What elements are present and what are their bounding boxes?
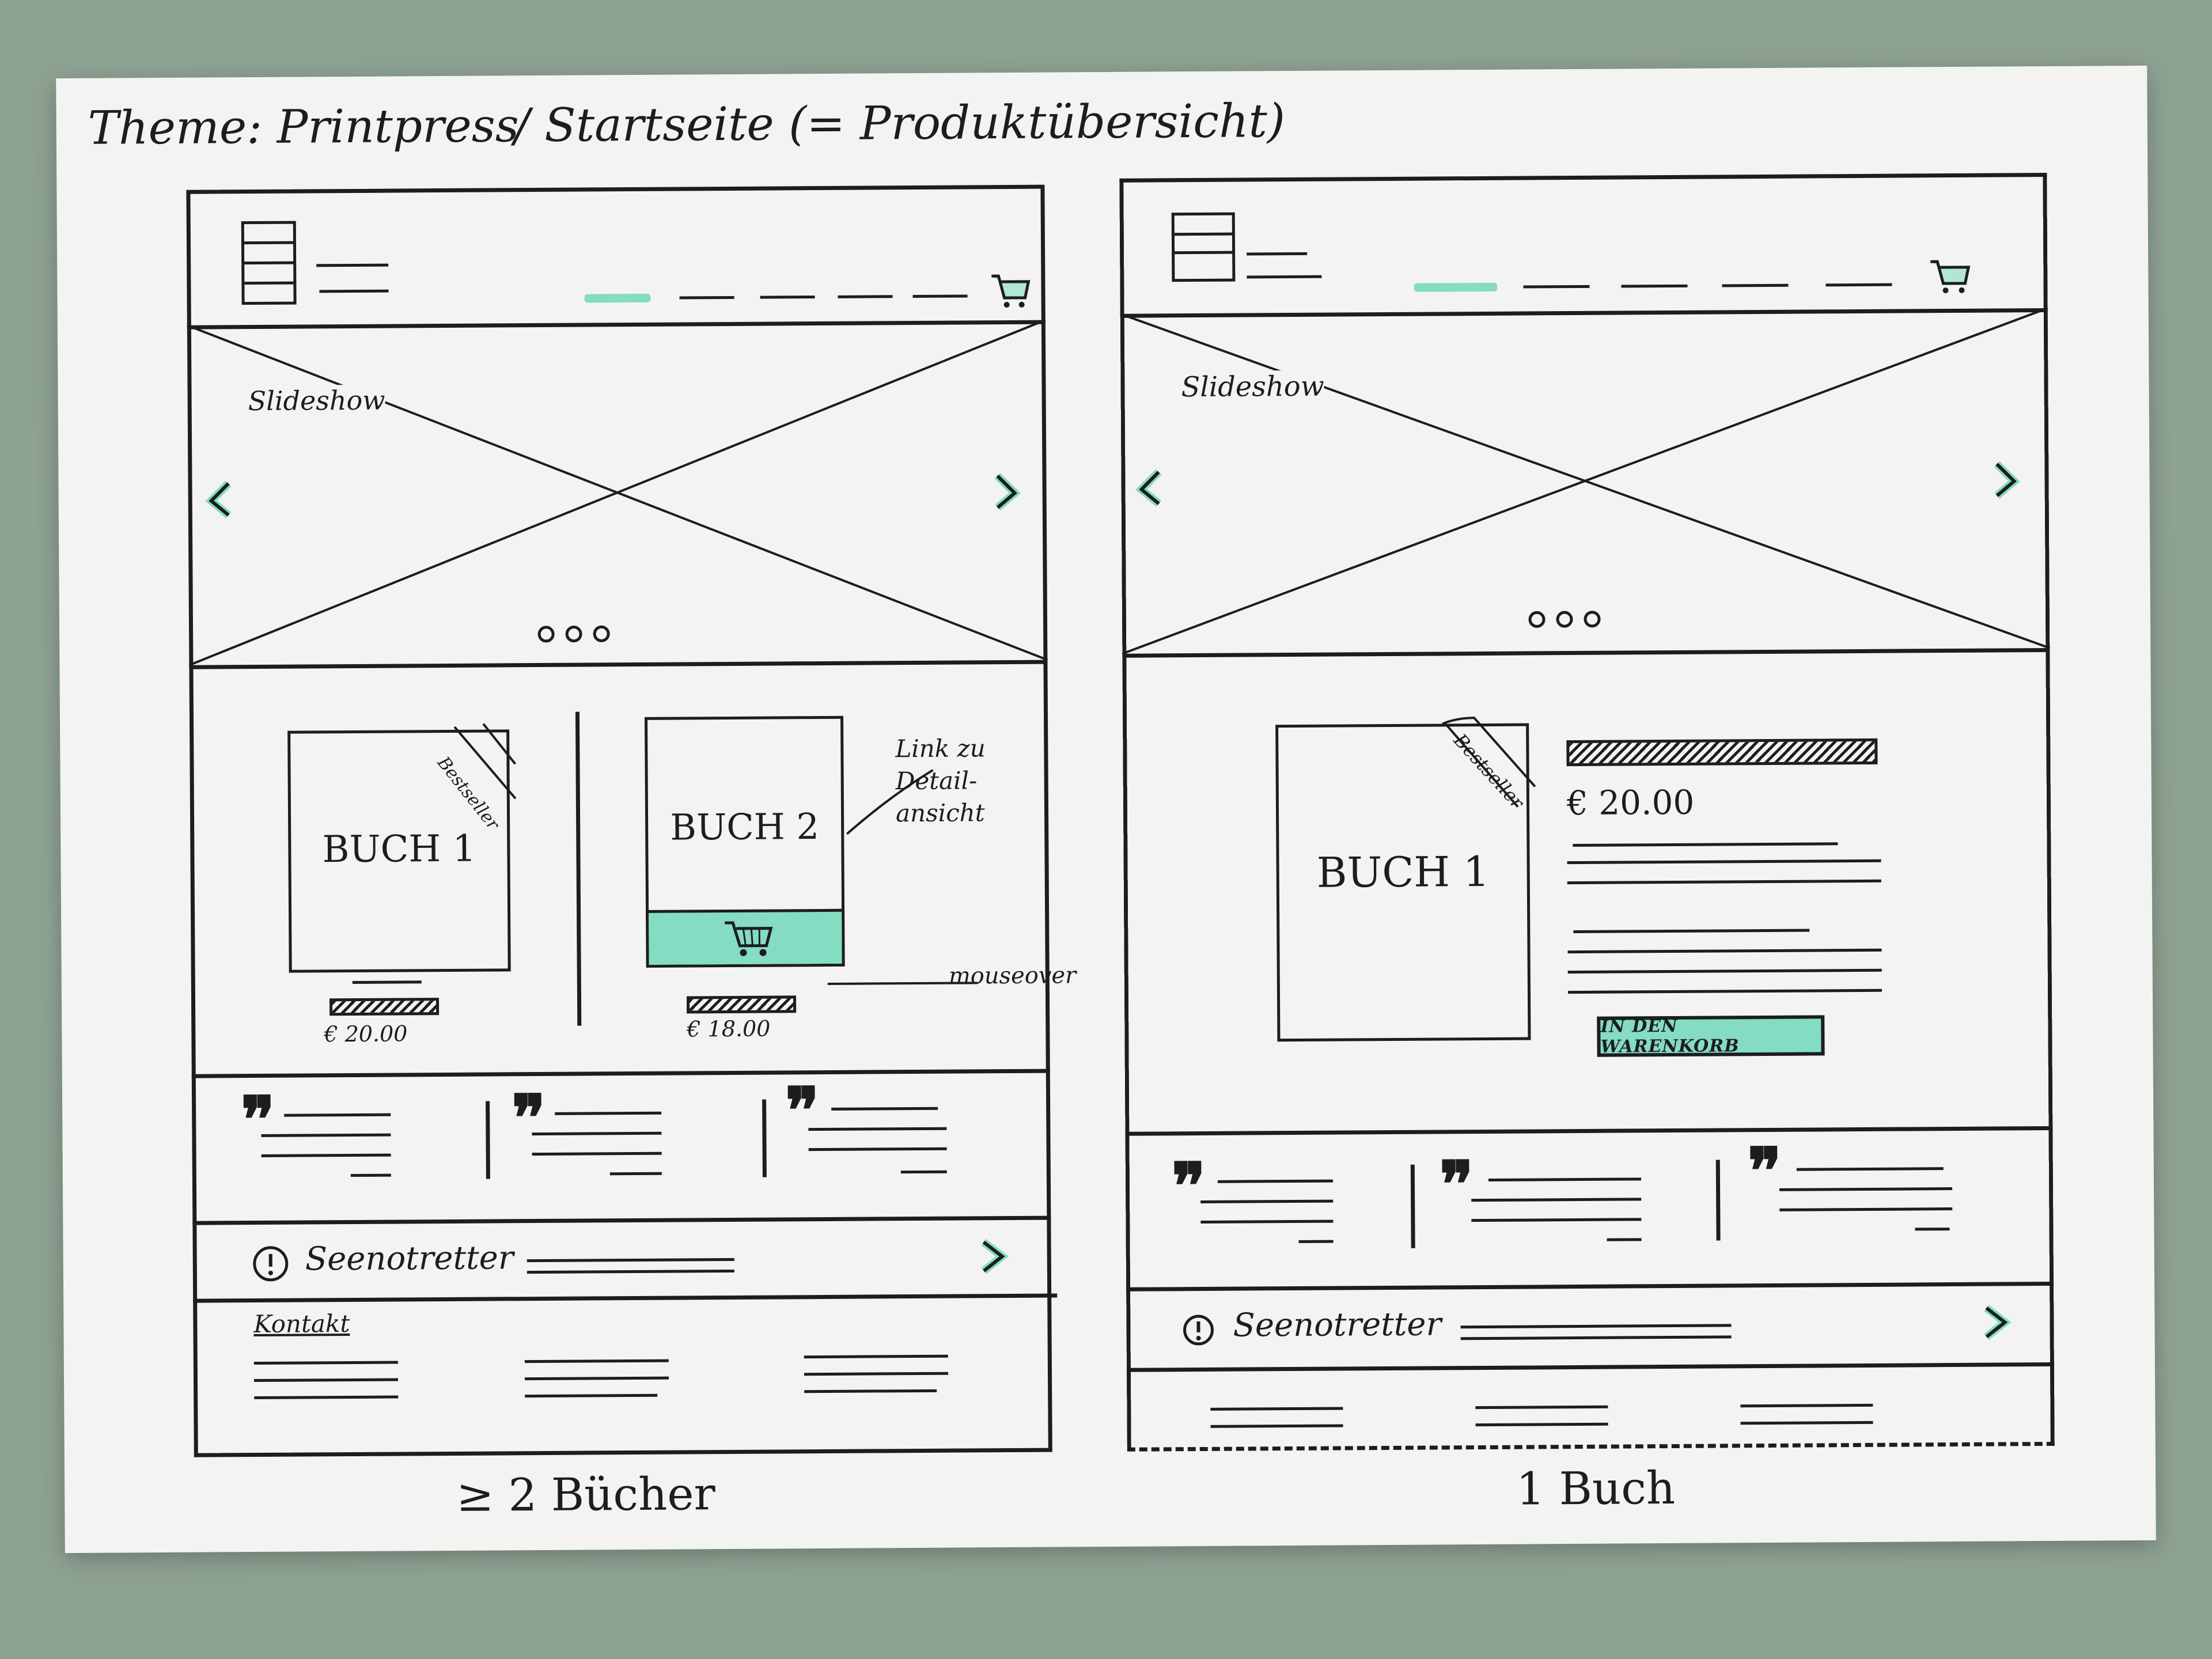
product-title: BUCH 2 xyxy=(670,805,820,849)
left-wireframe: Slideshow BUCH 1 Bestseller xyxy=(56,66,2147,1522)
nav-item[interactable] xyxy=(1621,284,1688,288)
sheet-title-theme: Theme: Printpress xyxy=(88,99,520,155)
product-title: BUCH 1 xyxy=(322,827,476,872)
product-card-2[interactable]: BUCH 2 xyxy=(645,715,845,968)
slideshow-dots[interactable] xyxy=(535,622,621,646)
chevron-left-icon[interactable] xyxy=(1135,469,1164,509)
logo-placeholder xyxy=(1247,252,1308,256)
right-caption: 1 Buch xyxy=(1516,1462,1676,1516)
nav-item[interactable] xyxy=(1523,285,1590,289)
annotation-link-detail: Link zu Detail-ansicht xyxy=(895,734,986,828)
tagline-placeholder xyxy=(1247,275,1322,279)
left-notice-bar[interactable]: Seenotretter xyxy=(56,66,2147,1282)
notice-label: Seenotretter xyxy=(305,1239,514,1278)
quote-icon: ❞ xyxy=(1171,1148,1206,1224)
left-header xyxy=(56,66,2147,308)
right-header xyxy=(56,66,2147,294)
chevron-right-icon[interactable] xyxy=(991,473,1021,513)
add-to-cart-label: IN DEN WARENKORB xyxy=(1600,1016,1740,1057)
logo-placeholder xyxy=(316,263,389,267)
quote-icon: ❞ xyxy=(1439,1147,1474,1222)
chevron-right-icon[interactable] xyxy=(1982,1305,2012,1340)
right-notice-bar[interactable]: Seenotretter xyxy=(56,66,2147,1346)
quote-icon: ❞ xyxy=(240,1082,275,1157)
left-testimonials: ❞ ❞ ❞ xyxy=(56,66,2147,1179)
right-wireframe: Slideshow BUCH 1 Bestseller xyxy=(56,66,2147,1516)
nav-item[interactable] xyxy=(838,295,893,298)
product-title: BUCH 1 xyxy=(1316,847,1490,897)
notice-label: Seenotretter xyxy=(1233,1305,1442,1344)
tagline-placeholder xyxy=(319,289,389,293)
product-price: € 20.00 xyxy=(324,1021,408,1047)
slideshow-label: Slideshow xyxy=(248,384,385,417)
chevron-right-icon[interactable] xyxy=(979,1238,1009,1274)
info-icon xyxy=(253,1246,289,1282)
footer-label: Kontakt xyxy=(253,1309,350,1339)
add-to-cart-button[interactable]: IN DEN WARENKORB xyxy=(1597,1015,1825,1057)
info-icon xyxy=(1183,1315,1214,1346)
product-name-placeholder xyxy=(329,998,440,1016)
slideshow-dots[interactable] xyxy=(1525,608,1612,631)
product-price: € 18.00 xyxy=(687,1016,771,1042)
product-name-placeholder xyxy=(1566,738,1878,767)
left-slideshow: Slideshow xyxy=(56,66,2147,666)
right-slideshow: Slideshow xyxy=(56,66,2147,655)
mouseover-cart-bar[interactable] xyxy=(649,908,842,965)
annotation-mouseover: mouseover xyxy=(948,962,1077,990)
product-price: € 20.00 xyxy=(1566,782,1695,823)
quote-icon: ❞ xyxy=(785,1073,820,1148)
product-name-placeholder xyxy=(686,995,797,1014)
slideshow-placeholder-cross xyxy=(187,319,1048,666)
chevron-left-icon[interactable] xyxy=(205,480,234,521)
nav-item[interactable] xyxy=(679,296,734,300)
nav-item[interactable] xyxy=(912,294,968,298)
cart-icon[interactable] xyxy=(724,918,775,959)
left-product-grid: BUCH 1 Bestseller € 20.00 BUCH 2 xyxy=(56,66,2147,1047)
nav-item-active[interactable] xyxy=(584,293,651,303)
slideshow-label: Slideshow xyxy=(1181,370,1324,404)
quote-icon: ❞ xyxy=(511,1080,546,1156)
right-product-detail: BUCH 1 Bestseller € 20.00 IN DEN WARENKO… xyxy=(56,66,2147,1057)
sheet-title-page: / Startseite (= Produktübersicht) xyxy=(514,94,1286,153)
nav-item-active[interactable] xyxy=(1414,282,1498,292)
menu-icon[interactable] xyxy=(1171,212,1236,282)
cart-icon[interactable] xyxy=(1929,257,1972,297)
right-footer xyxy=(56,66,2147,1428)
nav-item[interactable] xyxy=(760,296,815,299)
nav-item[interactable] xyxy=(1825,283,1892,287)
left-caption: ≥ 2 Bücher xyxy=(456,1468,716,1522)
cart-icon[interactable] xyxy=(990,271,1031,312)
left-footer: Kontakt xyxy=(56,66,2147,1400)
quote-icon: ❞ xyxy=(1747,1133,1782,1209)
slideshow-placeholder-cross xyxy=(1120,307,2050,655)
nav-item[interactable] xyxy=(1722,283,1789,287)
chevron-right-icon[interactable] xyxy=(1991,461,2020,501)
right-testimonials: ❞ ❞ ❞ xyxy=(56,66,2147,1248)
paper-sheet: Theme: Printpress / Startseite (= Produk… xyxy=(56,65,2156,1554)
menu-icon[interactable] xyxy=(241,221,297,305)
